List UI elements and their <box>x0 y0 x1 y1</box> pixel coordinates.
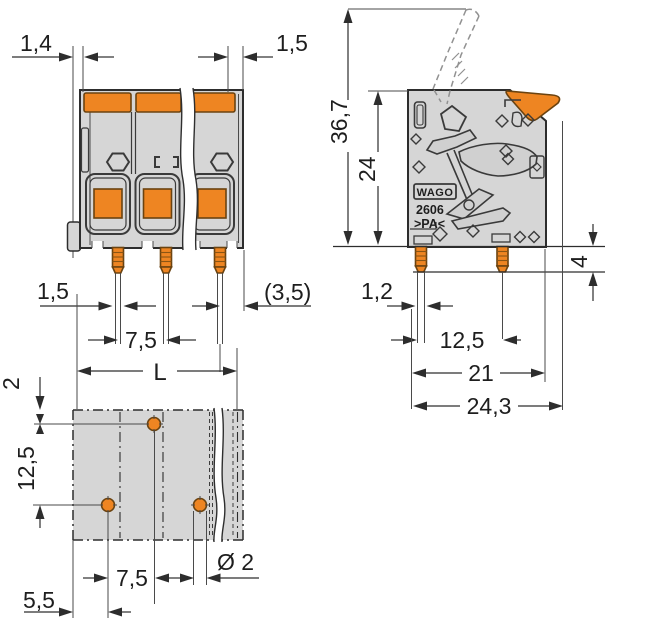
dim-label-4: 4 <box>566 255 592 268</box>
dim-label-36-7: 36,7 <box>326 99 352 144</box>
clamp-mechanism <box>410 101 545 245</box>
material-marking: >PA< <box>414 217 445 231</box>
front-body <box>79 89 244 249</box>
dim-label-length: L <box>153 359 166 386</box>
series-number: 2606 <box>416 203 444 217</box>
dim-label-7-5-bottom: 7,5 <box>116 565 148 591</box>
dim-label-3-5: (3,5) <box>264 279 311 305</box>
bottom-view-dimensions: 2 12,5 7,5 Ø 2 5,5 <box>0 377 259 617</box>
wago-logo-badge <box>413 183 457 200</box>
side-pin-2 <box>495 245 510 273</box>
screwdriver-dashed <box>432 8 480 105</box>
side-view: WAGO 2606 >PA< <box>333 8 605 273</box>
footprint-break-lines <box>213 407 226 543</box>
dim-label-1-2: 1,2 <box>361 278 393 304</box>
dim-label-2: 2 <box>0 377 24 390</box>
front-view <box>66 46 244 274</box>
side-view-dimensions: 36,7 24 4 1,2 12,5 21 <box>326 8 598 419</box>
dim-label-12-5-bottom: 12,5 <box>13 446 39 491</box>
wire-entry-2 <box>134 173 181 235</box>
hex-recess-3 <box>209 152 235 172</box>
wire-entry-1 <box>85 173 131 235</box>
dim-label-7-5-pitch: 7,5 <box>125 327 157 353</box>
pin-hole-2 <box>99 496 117 514</box>
break-lines <box>179 87 199 251</box>
dim-label-hole-diameter: Ø 2 <box>217 549 254 575</box>
push-button-2 <box>135 92 182 113</box>
mounting-latch <box>66 221 82 252</box>
front-view-dimensions: 1,4 1,5 1,5 (3,5) 7,5 <box>12 30 311 409</box>
solder-pin-1 <box>111 246 125 274</box>
dim-label-1-5-pin: 1,5 <box>37 278 69 304</box>
dim-label-12-5-side: 12,5 <box>440 327 485 353</box>
solder-pin-2 <box>159 246 173 274</box>
product-markings: WAGO 2606 >PA< <box>413 183 457 231</box>
pin-hole-1 <box>145 415 163 433</box>
dim-label-24-3: 24,3 <box>467 393 512 419</box>
hex-recess-1 <box>105 152 131 172</box>
solder-pin-3 <box>213 246 227 274</box>
dim-label-24: 24 <box>354 156 380 182</box>
dim-label-1-4: 1,4 <box>20 30 52 56</box>
dim-label-1-5-top: 1,5 <box>276 30 308 56</box>
push-button-1 <box>83 92 132 113</box>
wire-entry-3 <box>189 173 235 235</box>
wago-logo-text: WAGO <box>417 187 454 199</box>
dim-label-5-5: 5,5 <box>23 587 55 613</box>
push-button-3 <box>191 92 236 113</box>
dim-label-21: 21 <box>468 360 494 386</box>
pin-hole-3 <box>191 496 209 514</box>
bottom-view <box>33 407 244 618</box>
side-pin-1 <box>414 245 428 273</box>
